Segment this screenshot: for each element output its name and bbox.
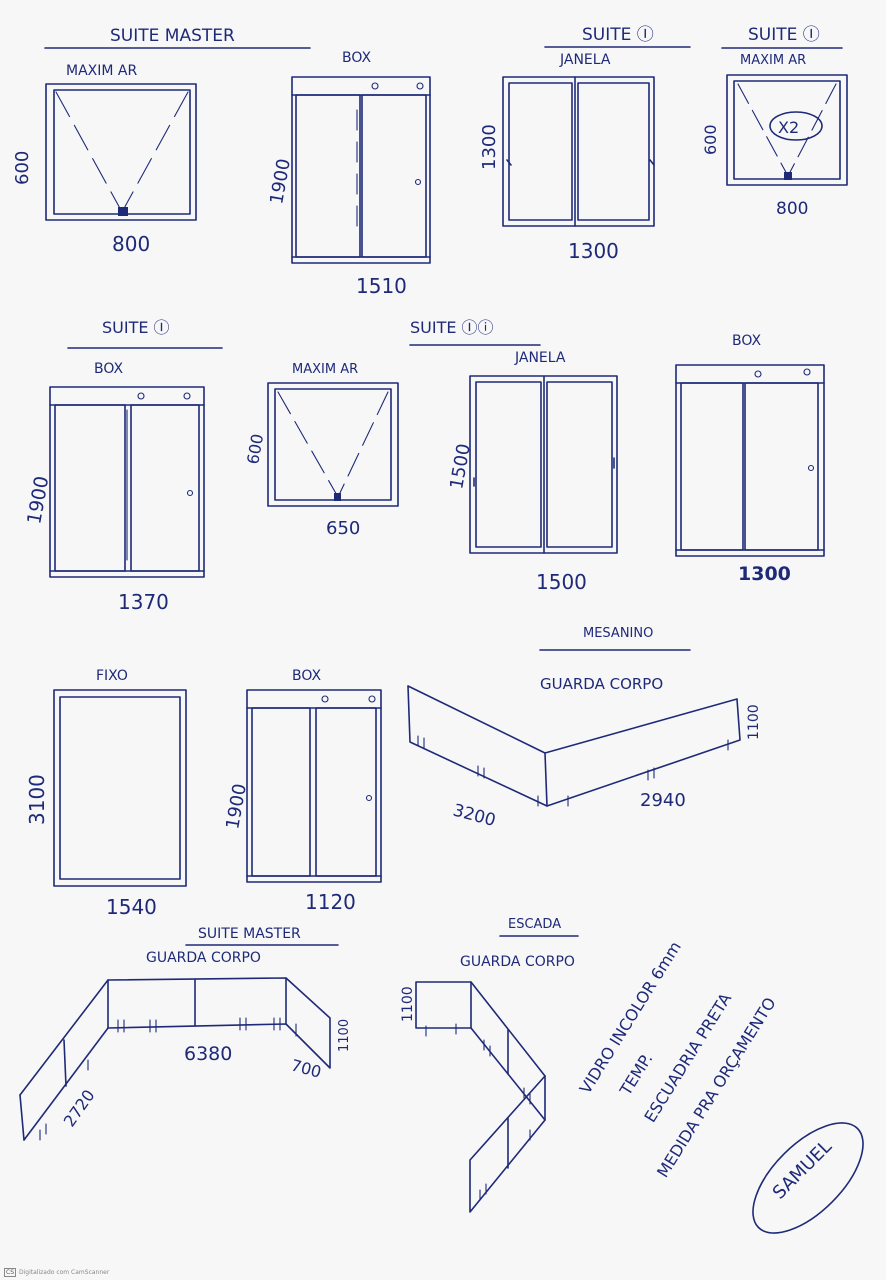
camscanner-watermark: CS Digitalizado com CamScanner [4,1268,109,1277]
box-2 [49,386,205,578]
escada-subtitle: GUARDA CORPO [460,954,575,970]
mesanino-left: 3200 [451,801,498,832]
escada-title: ESCADA [508,917,561,932]
maxim-ar-3-width: 650 [326,518,360,539]
mesanino-title: MESANINO [583,626,653,641]
escada-railing [415,981,546,1213]
maxim-ar-2-width: 800 [776,199,808,219]
mesanino-height: 1100 [746,704,762,740]
guarda-master-back: 6380 [184,1043,232,1065]
box-3 [675,364,825,557]
note-escuadria: ESCUADRIA PRETA [640,990,735,1126]
janela-2-width: 1500 [536,570,587,594]
fixo-height: 3100 [25,774,49,825]
janela-1-height: 1300 [479,124,500,170]
maxim-ar-3-height: 600 [243,432,267,465]
mesanino-railing [407,685,741,807]
note-temp: TEMP. [615,1050,656,1100]
maxim-ar-window-1 [45,83,197,221]
guarda-master-right: 700 [289,1056,323,1082]
camscanner-text: Digitalizado com CamScanner [19,1269,110,1276]
box-1-height: 1900 [266,157,295,206]
signature-stamp: SAMUEL [752,1122,864,1234]
janela-window-2 [469,375,618,554]
guarda-master-left: 2720 [60,1086,99,1130]
box-3-width: 1300 [738,563,791,585]
janela-1-width: 1300 [568,239,619,263]
box-4-label: BOX [292,668,321,684]
maxim-ar-2-height: 600 [701,124,720,155]
box-4 [246,689,382,883]
suite-i-title-1: SUITE Ⓘ [582,25,654,45]
suite-ii-title: SUITE Ⓘⓘ [410,318,494,337]
mesanino-right: 2940 [640,790,686,811]
maxim-ar-2-qty: X2 [778,118,799,137]
box-4-width: 1120 [305,890,356,914]
suite-master-title: SUITE MASTER [110,26,235,46]
notes-block: VIDRO INCOLOR 6mm TEMP. ESCUADRIA PRETA … [576,938,780,1181]
guarda-master-height: 1100 [337,1019,352,1052]
fixo-label: FIXO [96,668,128,684]
box-1-width: 1510 [356,274,407,298]
box-1 [291,76,431,264]
janela-2-label: JANELA [514,350,566,366]
maxim-ar-label-1: MAXIM AR [66,63,137,79]
box-2-width: 1370 [118,590,169,614]
janela-window-1 [502,76,655,227]
suite-i-title-3: SUITE Ⓘ [102,318,170,337]
janela-1-label: JANELA [559,52,611,68]
mesanino-subtitle: GUARDA CORPO [540,675,663,693]
guarda-master-subtitle: GUARDA CORPO [146,950,261,966]
fixo-panel [53,689,187,887]
box-3-label: BOX [732,333,761,349]
maxim-ar-1-height: 600 [12,151,33,185]
maxim-ar-2-label: MAXIM AR [740,53,806,68]
maxim-ar-window-2 [726,74,848,186]
box-2-label: BOX [94,361,123,377]
camscanner-icon: CS [4,1268,16,1277]
guarda-master-railing [19,977,331,1141]
fixo-width: 1540 [106,895,157,919]
guarda-master-title: SUITE MASTER [198,926,301,942]
maxim-ar-window-3 [267,382,399,507]
signature-text: SAMUEL [769,1136,836,1203]
maxim-ar-1-width: 800 [112,232,150,256]
suite-i-title-2: SUITE Ⓘ [748,25,820,45]
maxim-ar-3-label: MAXIM AR [292,362,358,377]
box-2-height: 1900 [23,474,53,525]
escada-height: 1100 [400,986,416,1022]
box-1-label: BOX [342,50,371,66]
